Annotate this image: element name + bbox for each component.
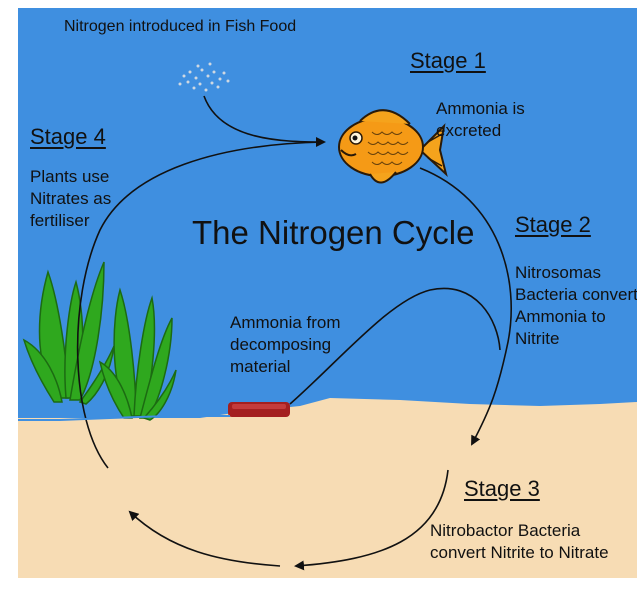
decomposing-line-1: Ammonia from [230,312,341,334]
stage4-line-3: fertiliser [30,210,111,232]
fish-food-note: Nitrogen introduced in Fish Food [64,18,296,36]
stage3-title: Stage 3 [464,476,540,502]
stage2-line-2: Bacteria convert [515,284,637,306]
stage4-line-1: Plants use [30,166,111,188]
stage4-line-2: Nitrates as [30,188,111,210]
stage1-description: Ammonia is excreted [436,98,525,142]
stage2-line-4: Nitrite [515,328,637,350]
stage2-title: Stage 2 [515,212,591,238]
stage4-description: Plants use Nitrates as fertiliser [30,166,111,232]
stage1-line-1: Ammonia is [436,98,525,120]
stage1-title: Stage 1 [410,48,486,74]
decomposing-line-2: decomposing [230,334,341,356]
stage4-title: Stage 4 [30,124,106,150]
stage2-line-3: Ammonia to [515,306,637,328]
stage3-line-1: Nitrobactor Bacteria [430,520,609,542]
sand-bed [18,398,637,594]
decomposing-line-3: material [230,356,341,378]
stage3-description: Nitrobactor Bacteria convert Nitrite to … [430,520,609,564]
diagram-title: The Nitrogen Cycle [192,214,474,252]
stage2-line-1: Nitrosomas [515,262,637,284]
decomposing-label: Ammonia from decomposing material [230,312,341,378]
stage2-description: Nitrosomas Bacteria convert Ammonia to N… [515,262,637,350]
stage1-line-2: excreted [436,120,525,142]
stage3-line-2: convert Nitrite to Nitrate [430,542,609,564]
